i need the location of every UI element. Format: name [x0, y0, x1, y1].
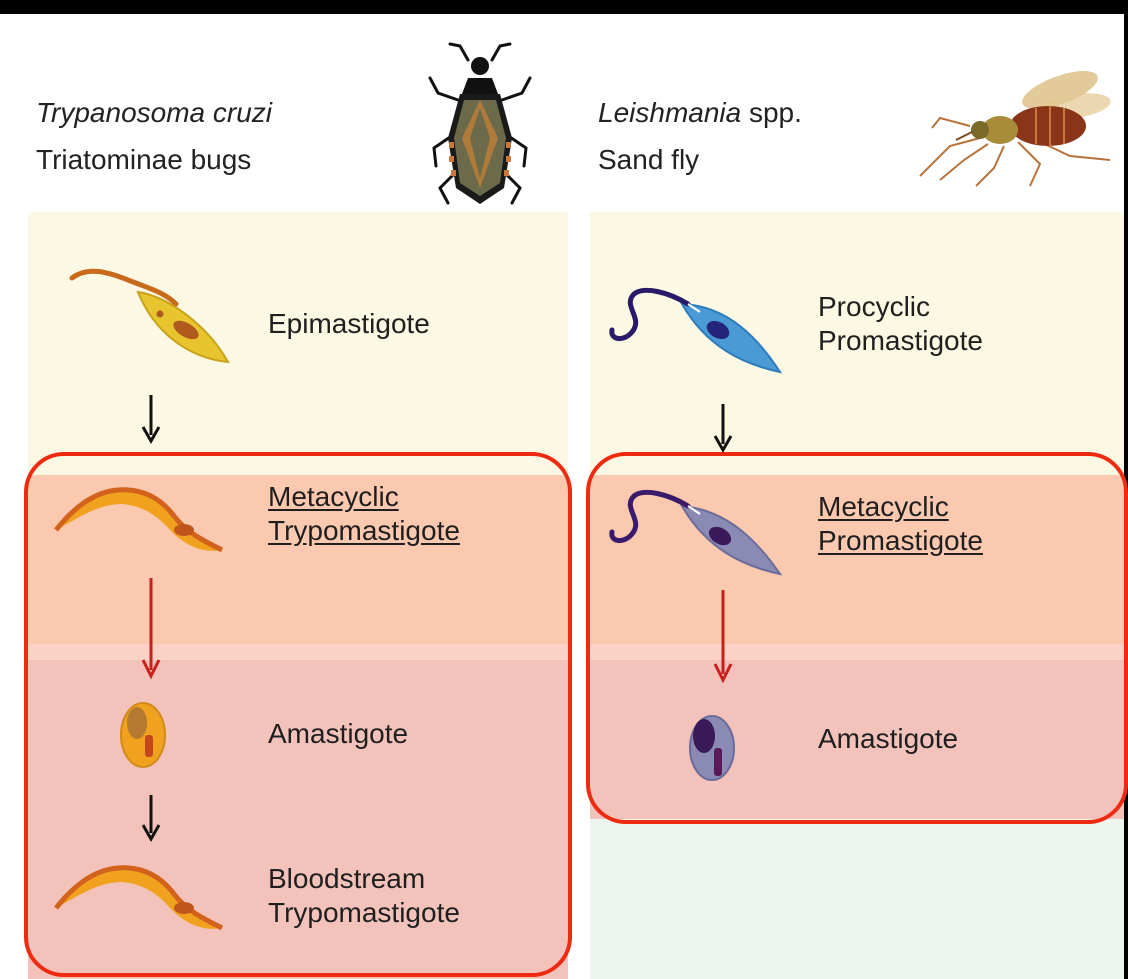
sand-fly-icon: [910, 68, 1120, 188]
stage-label: Amastigote: [818, 722, 958, 756]
bloodstream-trypomastigote-icon: [52, 848, 242, 938]
stage-label: Procyclic Promastigote: [818, 290, 983, 358]
arrow-down-icon: [713, 404, 733, 452]
arrow-down-icon: [141, 395, 161, 443]
leishmania-vector-title: Sand fly: [598, 143, 699, 177]
stage-label: Epimastigote: [268, 307, 430, 341]
arrow-down-icon: [713, 590, 733, 682]
arrow-down-icon: [141, 795, 161, 841]
stage-label: Bloodstream Trypomastigote: [268, 862, 460, 930]
stage-label: Amastigote: [268, 717, 408, 751]
tcruzi-vector-title: Triatominae bugs: [36, 143, 251, 177]
empty-zone: [590, 819, 1124, 979]
amastigote-icon: [113, 695, 173, 775]
epimastigote-icon: [68, 262, 258, 372]
stage-label: Metacyclic Trypomastigote: [268, 480, 460, 548]
metacyclic-trypomastigote-icon: [52, 470, 242, 560]
leishmania-amastigote-icon: [682, 708, 742, 788]
stage-label: Metacyclic Promastigote: [818, 490, 983, 558]
top-border: [0, 0, 1128, 14]
tcruzi-organism-title: Trypanosoma cruzi: [36, 96, 272, 130]
triatomine-bug-icon: [420, 38, 540, 208]
procyclic-promastigote-icon: [608, 282, 788, 372]
leishmania-organism-title: Leishmania spp.: [598, 96, 802, 130]
arrow-down-icon: [141, 578, 161, 678]
metacyclic-promastigote-icon: [608, 486, 788, 576]
